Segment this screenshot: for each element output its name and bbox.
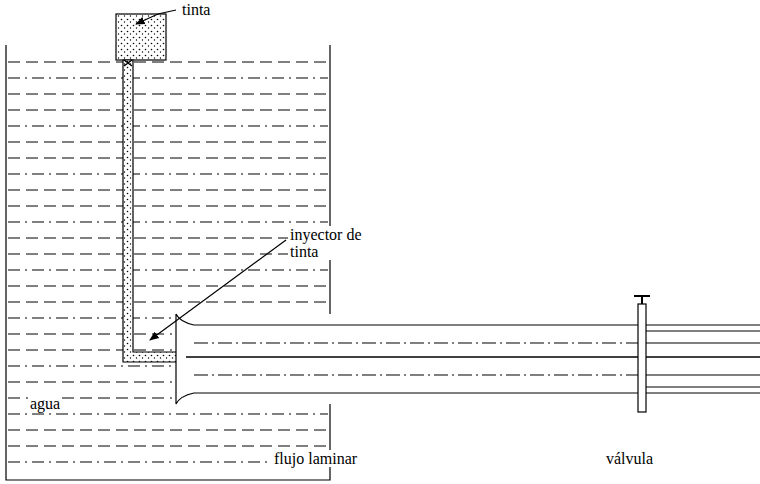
- pipe-fill: [176, 314, 760, 404]
- label: tinta: [180, 1, 212, 18]
- water-line: [8, 222, 328, 223]
- water-line: [8, 206, 328, 207]
- label: inyector de tinta: [288, 226, 364, 260]
- ink-tap: [124, 60, 132, 66]
- valve-handle: [634, 296, 650, 304]
- label: válvula: [604, 450, 655, 467]
- water-line: [8, 286, 328, 287]
- water-line: [8, 366, 172, 367]
- water-line: [8, 78, 328, 79]
- water-line: [8, 254, 328, 255]
- tank-wall: [6, 45, 330, 480]
- pipe-wall: [176, 314, 760, 404]
- streamline: [194, 343, 640, 375]
- water-line: [8, 142, 328, 143]
- water-line: [8, 238, 328, 239]
- water-line: [8, 270, 328, 271]
- ink-reservoir: [116, 14, 166, 60]
- water-lines: [8, 62, 328, 462]
- water-line: [8, 430, 328, 431]
- water-line: [8, 302, 328, 303]
- water-line: [8, 174, 328, 175]
- water-line: [8, 382, 172, 383]
- label: agua: [28, 395, 62, 412]
- leader-line: [150, 240, 286, 340]
- water-line: [8, 190, 328, 191]
- water-line: [8, 110, 328, 111]
- water-line: [8, 446, 328, 447]
- water-line: [8, 62, 328, 63]
- dye-streak: [186, 356, 760, 358]
- water-line: [8, 414, 328, 415]
- leader-line: [136, 10, 176, 24]
- water-line: [8, 350, 172, 351]
- streamline: [646, 331, 760, 387]
- water-line: [8, 158, 328, 159]
- water-line: [8, 94, 328, 95]
- water-line: [8, 334, 172, 335]
- water-line: [8, 318, 172, 319]
- water-line: [8, 126, 328, 127]
- label: flujo laminar: [272, 450, 359, 467]
- valve-gate: [638, 304, 646, 412]
